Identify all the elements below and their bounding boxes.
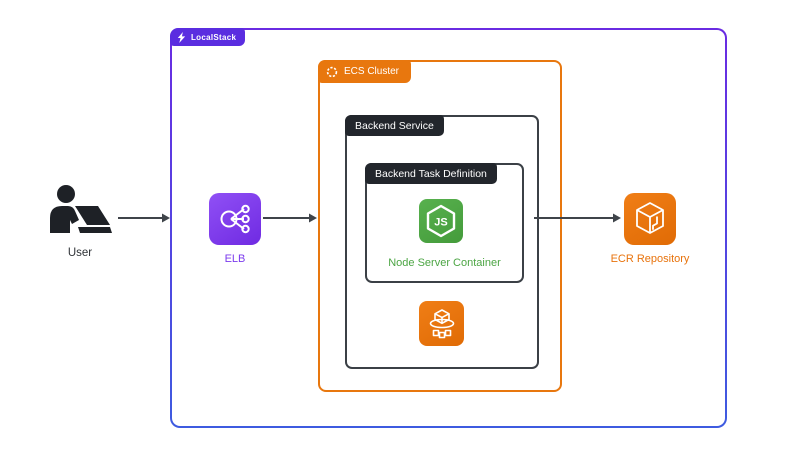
- backend-service-badge: Backend Service: [345, 115, 444, 136]
- nodejs-icon: JS: [419, 199, 463, 243]
- backend-task-definition-badge-label: Backend Task Definition: [375, 167, 487, 180]
- ecs-cluster-box: ECS Cluster Backend Service Backend Task…: [318, 60, 562, 392]
- elb-node: ELB: [185, 193, 285, 265]
- user-at-laptop-icon: [48, 185, 112, 235]
- ecs-cluster-icon: [326, 66, 338, 78]
- backend-task-definition-badge: Backend Task Definition: [365, 163, 497, 184]
- nodejs-icon-text: JS: [434, 217, 447, 229]
- user-label: User: [67, 247, 93, 259]
- ecs-cluster-badge: ECS Cluster: [318, 60, 412, 83]
- node-server-container-label: Node Server Container: [388, 257, 501, 269]
- user-node: User: [30, 185, 130, 259]
- ecr-repository-node: ECR Repository: [585, 193, 715, 265]
- localstack-logo-icon: [176, 31, 187, 43]
- ecr-repository-icon: [624, 193, 676, 245]
- backend-service-badge-label: Backend Service: [355, 119, 434, 132]
- backend-task-definition-box: Backend Task Definition JS Node Server C…: [365, 163, 524, 283]
- localstack-badge-label: LocalStack: [191, 32, 237, 42]
- backend-service-box: Backend Service Backend Task Definition …: [345, 115, 539, 369]
- ecs-cluster-badge-label: ECS Cluster: [344, 66, 400, 77]
- elb-label: ELB: [224, 253, 246, 265]
- ecs-service-icon: [419, 301, 464, 346]
- ecr-repository-label: ECR Repository: [610, 253, 690, 265]
- elb-icon: [209, 193, 261, 245]
- localstack-group-box: LocalStack ELB: [170, 28, 727, 428]
- localstack-badge: LocalStack: [170, 28, 246, 46]
